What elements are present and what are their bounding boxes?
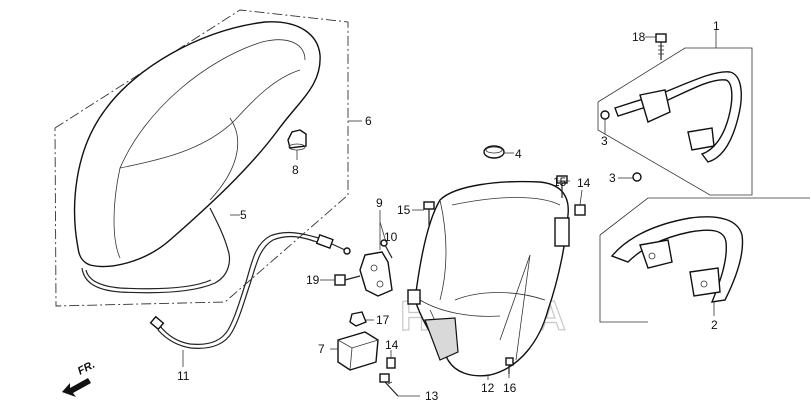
front-direction-label: FR. bbox=[76, 359, 97, 378]
screw-16 bbox=[505, 357, 514, 374]
callout-4: 4 bbox=[515, 147, 522, 161]
part-7-block bbox=[337, 331, 379, 371]
callout-7: 7 bbox=[318, 342, 325, 356]
seat-bumper bbox=[287, 129, 307, 151]
callout-10: 10 bbox=[384, 230, 398, 244]
callout-15-left: 15 bbox=[397, 203, 411, 217]
callout-18: 18 bbox=[632, 30, 646, 44]
carrier-2-frame bbox=[599, 197, 810, 323]
seat-latch-assembly bbox=[359, 239, 393, 297]
clip-14-lower bbox=[386, 357, 396, 369]
cap-3-upper bbox=[600, 110, 610, 120]
callout-11: 11 bbox=[177, 369, 190, 383]
bolt-19 bbox=[334, 274, 361, 286]
clip-14-upper bbox=[574, 204, 586, 216]
callout-3-lower: 3 bbox=[609, 171, 616, 185]
callout-9: 9 bbox=[376, 196, 383, 210]
callout-2: 2 bbox=[711, 318, 718, 332]
callout-15-right: 15 bbox=[553, 175, 567, 189]
luggage-box bbox=[407, 180, 570, 377]
callout-16: 16 bbox=[503, 381, 517, 395]
rear-grab-rail bbox=[614, 71, 742, 163]
bolt-18 bbox=[655, 33, 667, 60]
rear-carrier bbox=[610, 216, 744, 303]
cap-3-lower bbox=[632, 172, 642, 182]
callout-6: 6 bbox=[365, 114, 372, 128]
callout-14-upper: 14 bbox=[577, 176, 591, 190]
callout-17: 17 bbox=[376, 313, 390, 327]
nut-17 bbox=[349, 311, 367, 327]
seat bbox=[73, 21, 321, 268]
front-direction-arrow-icon bbox=[62, 378, 91, 397]
callout-12: 12 bbox=[481, 381, 495, 395]
bolt-15-left bbox=[423, 201, 435, 226]
bolt-13 bbox=[379, 373, 399, 397]
cap-4 bbox=[483, 145, 505, 159]
callout-14-lower: 14 bbox=[385, 338, 399, 352]
callout-3-upper: 3 bbox=[601, 134, 608, 148]
leader-lines bbox=[182, 30, 717, 397]
callout-8: 8 bbox=[292, 163, 299, 177]
seat-seal bbox=[81, 207, 231, 294]
callout-5: 5 bbox=[240, 208, 247, 222]
seat-lock-cable bbox=[149, 231, 351, 349]
callout-1: 1 bbox=[713, 19, 720, 33]
callout-13: 13 bbox=[425, 389, 439, 403]
bolt-15-right bbox=[556, 175, 568, 198]
seat-group-frame bbox=[54, 9, 349, 307]
callout-19: 19 bbox=[306, 273, 320, 287]
carrier-group-frame bbox=[597, 47, 753, 196]
